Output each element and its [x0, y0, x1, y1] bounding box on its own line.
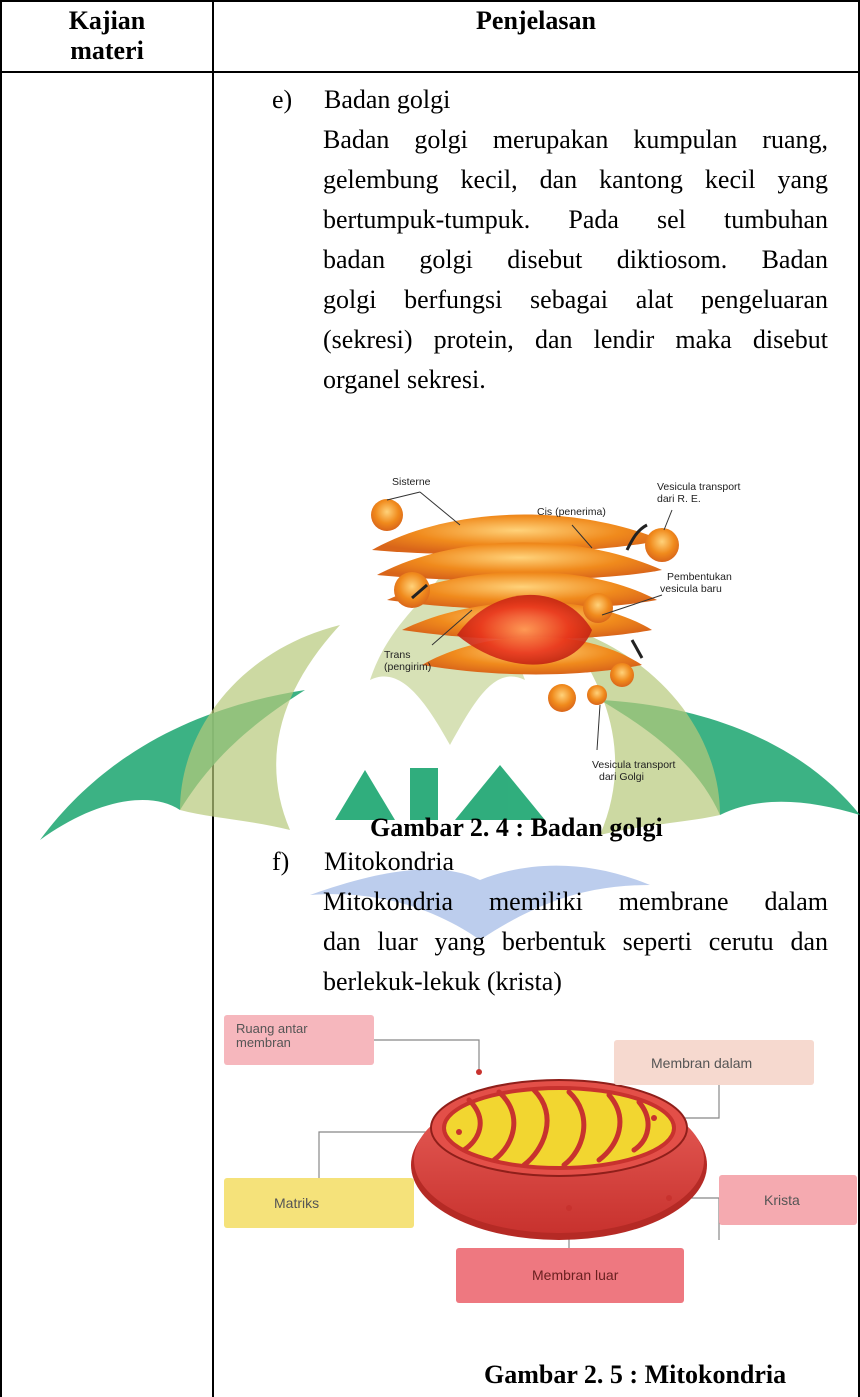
golgi-label-cis: Cis (penerima) — [537, 506, 606, 518]
mito-label-ruang-2: membran — [236, 1035, 291, 1050]
mito-marker: f) — [272, 842, 289, 882]
golgi-label-vesicula-re-1: Vesicula transport — [657, 481, 741, 493]
golgi-line-1: Badan golgi merupakan kumpulan ruang, — [323, 120, 828, 160]
golgi-label-vesicula-golgi-2: dari Golgi — [599, 771, 644, 783]
header-left-line2: materi — [2, 36, 212, 66]
golgi-label-trans-1: Trans — [384, 649, 410, 661]
golgi-label-pembentukan-1: Pembentukan — [667, 571, 732, 583]
golgi-label-vesicula-re-2: dari R. E. — [657, 493, 701, 505]
table-border-top — [0, 0, 860, 2]
mito-line-3: berlekuk-lekuk (krista) — [323, 962, 828, 1002]
golgi-label-vesicula-golgi-1: Vesicula transport — [592, 759, 676, 771]
header-left-line1: Kajian — [2, 6, 212, 36]
golgi-label-sisterne: Sisterne — [392, 476, 431, 488]
golgi-line-7: organel sekresi. — [323, 360, 828, 400]
golgi-figure: Sisterne Cis (penerima) Vesicula transpo… — [362, 470, 772, 810]
golgi-line-4: badan golgi disebut diktiosom. Badan — [323, 240, 828, 280]
mito-title: Mitokondria — [324, 842, 454, 882]
table-border-left — [0, 0, 2, 1397]
golgi-line-5: golgi berfungsi sebagai alat pengeluaran — [323, 280, 828, 320]
table-header-divider — [0, 71, 860, 73]
mito-label-membran-dalam: Membran dalam — [651, 1055, 752, 1071]
mito-figure: Ruang antar membran Membran dalam Matrik… — [214, 1010, 860, 1310]
mito-paragraph: Mitokondria memiliki membrane dalam dan … — [323, 882, 828, 1002]
mito-label-ruang-1: Ruang antar — [236, 1021, 308, 1036]
mito-label-matriks: Matriks — [274, 1195, 319, 1211]
mito-line-1: Mitokondria memiliki membrane dalam — [323, 882, 828, 922]
golgi-paragraph: Badan golgi merupakan kumpulan ruang, ge… — [323, 120, 828, 400]
golgi-label-trans-2: (pengirim) — [384, 661, 431, 673]
golgi-caption: Gambar 2. 4 : Badan golgi — [370, 813, 663, 843]
mito-body — [411, 1080, 707, 1240]
mito-label-krista: Krista — [764, 1192, 800, 1208]
golgi-line-6: (sekresi) protein, dan lendir maka diseb… — [323, 320, 828, 360]
golgi-label-pembentukan-2: vesicula baru — [660, 583, 722, 595]
header-kajian-materi: Kajian materi — [2, 6, 212, 66]
golgi-marker: e) — [272, 80, 292, 120]
golgi-line-2: gelembung kecil, dan kantong kecil yang — [323, 160, 828, 200]
mito-line-2: dan luar yang berbentuk seperti cerutu d… — [323, 922, 828, 962]
mito-caption: Gambar 2. 5 : Mitokondria — [484, 1360, 786, 1390]
header-penjelasan: Penjelasan — [214, 6, 858, 36]
mito-label-membran-luar: Membran luar — [532, 1267, 619, 1283]
golgi-line-3: bertumpuk-tumpuk. Pada sel tumbuhan — [323, 200, 828, 240]
golgi-title: Badan golgi — [324, 80, 450, 120]
